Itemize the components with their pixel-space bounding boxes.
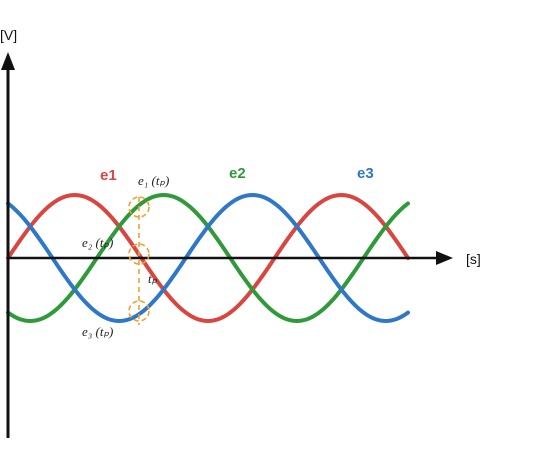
- y-axis-arrow-icon: [1, 52, 15, 70]
- x-axis-label: [s]: [466, 251, 481, 267]
- annotation-e1-tp: e₁ (tₚ): [138, 173, 169, 188]
- series-line-e1: [6, 192, 410, 324]
- series-label-e2: e2: [229, 165, 246, 182]
- annotation-tp: tₚ: [148, 271, 158, 286]
- series-curves: [6, 192, 410, 324]
- e1-tp-marker: [128, 196, 150, 218]
- x-axis-arrow-icon: [436, 251, 453, 265]
- e3-tp-marker: [128, 300, 150, 322]
- annotation-e3-tp: e₃ (tₚ): [82, 324, 113, 339]
- y-axis-label: [V]: [0, 27, 17, 43]
- series-label-e1: e1: [100, 167, 117, 184]
- series-label-e3: e3: [357, 165, 374, 182]
- annotation-e2-tp: e₂ (tₚ): [82, 235, 113, 250]
- series-line-e3: [6, 192, 410, 324]
- e2-tp-marker: [128, 243, 150, 265]
